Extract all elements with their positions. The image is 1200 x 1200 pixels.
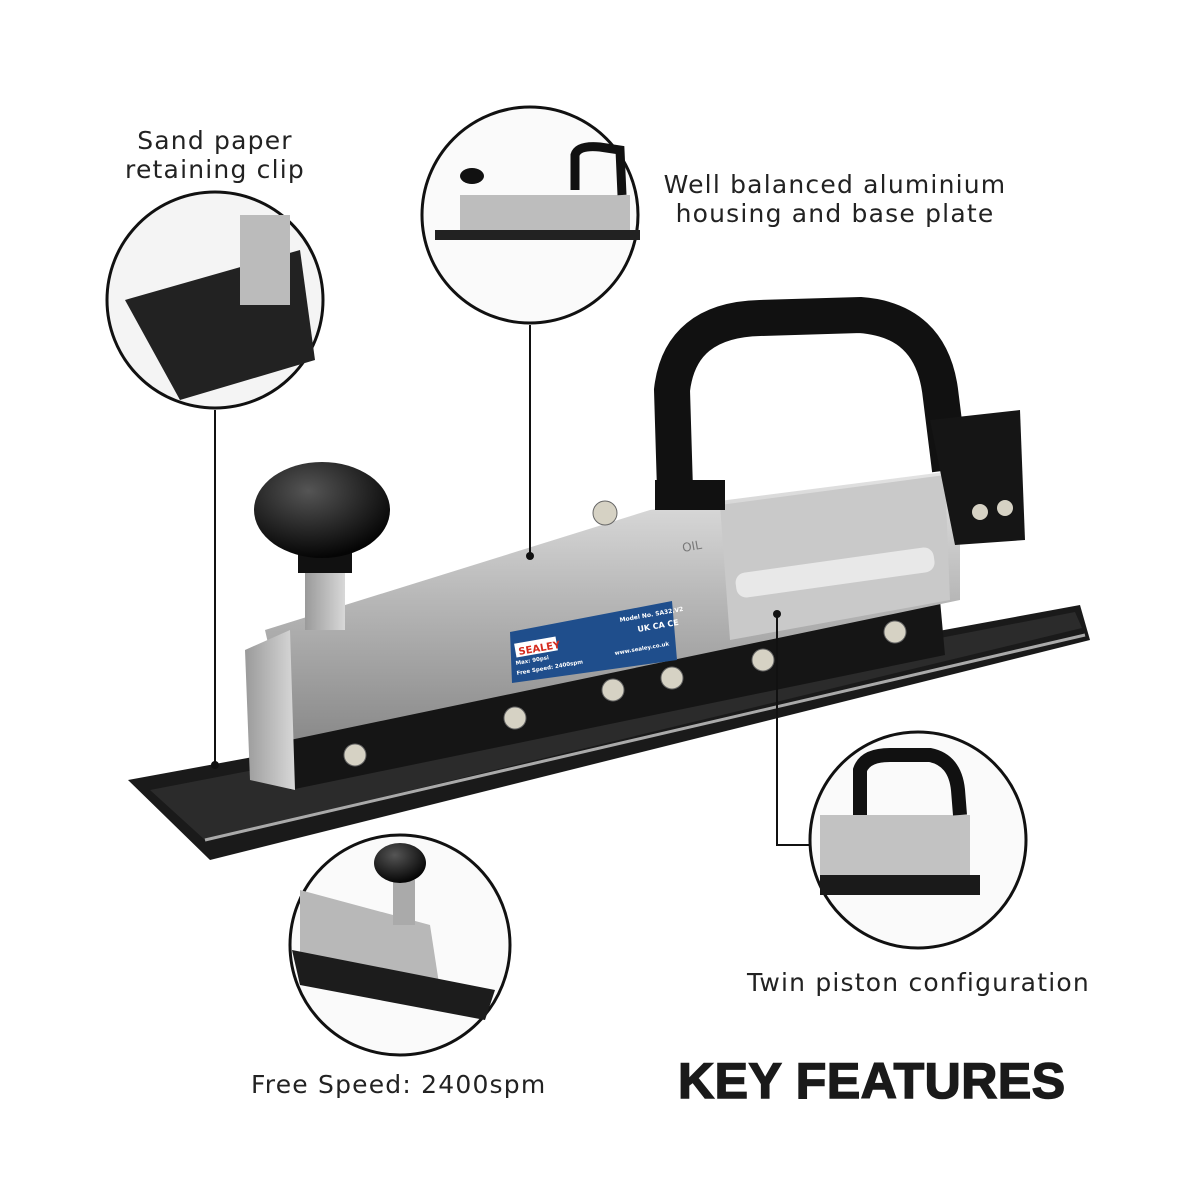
caption-line: retaining clip xyxy=(125,155,305,184)
caption-twin-piston: Twin piston configuration xyxy=(747,968,1090,997)
detail-circle-piston xyxy=(808,730,1028,950)
product-label: SEALEY Model No. SA32.V2 UK CA CE Max: 9… xyxy=(510,601,684,683)
front-knob xyxy=(254,462,390,630)
callout-dots xyxy=(211,552,781,769)
caption-aluminium-housing: Well balanced aluminium housing and base… xyxy=(640,170,1030,228)
caption-free-speed: Free Speed: 2400spm xyxy=(251,1070,547,1099)
caption-line: Well balanced aluminium xyxy=(663,170,1007,199)
caption-line: housing and base plate xyxy=(675,199,995,228)
oil-marking: OIL xyxy=(681,538,703,555)
label-max: Max: 90psi xyxy=(515,655,549,667)
detail-circle-housing xyxy=(420,105,640,325)
detail-circle-speed xyxy=(288,833,512,1057)
aluminium-housing xyxy=(245,470,960,790)
caption-retaining-clip: Sand paper retaining clip xyxy=(105,126,325,184)
callout-lines xyxy=(214,325,810,846)
caption-line: Sand paper xyxy=(137,126,293,155)
detail-circle-clip xyxy=(105,190,325,410)
rear-handle xyxy=(653,296,1025,545)
rail-screws xyxy=(343,500,907,767)
key-features-heading: KEY FEATURES xyxy=(677,1052,1066,1110)
